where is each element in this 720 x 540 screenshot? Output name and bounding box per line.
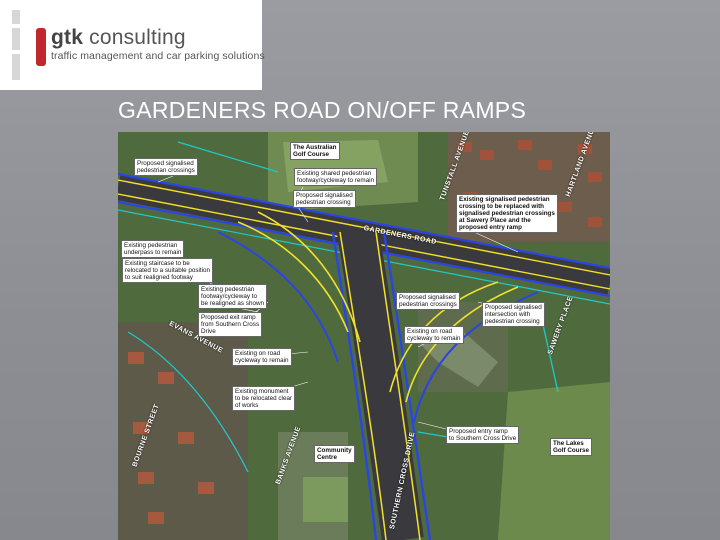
logo-bars-icon [12,10,46,80]
gtk-logo: gtk consulting traffic management and ca… [0,0,265,90]
aerial-map: GARDENERS ROAD TUNSTALL AVENUE HARTLAND … [118,132,610,540]
slide-title: GARDENERS ROAD ON/OFF RAMPS [118,97,527,123]
logo-brand-text: gtk consulting [51,26,186,49]
logo-tagline: traffic management and car parking solut… [51,50,265,62]
